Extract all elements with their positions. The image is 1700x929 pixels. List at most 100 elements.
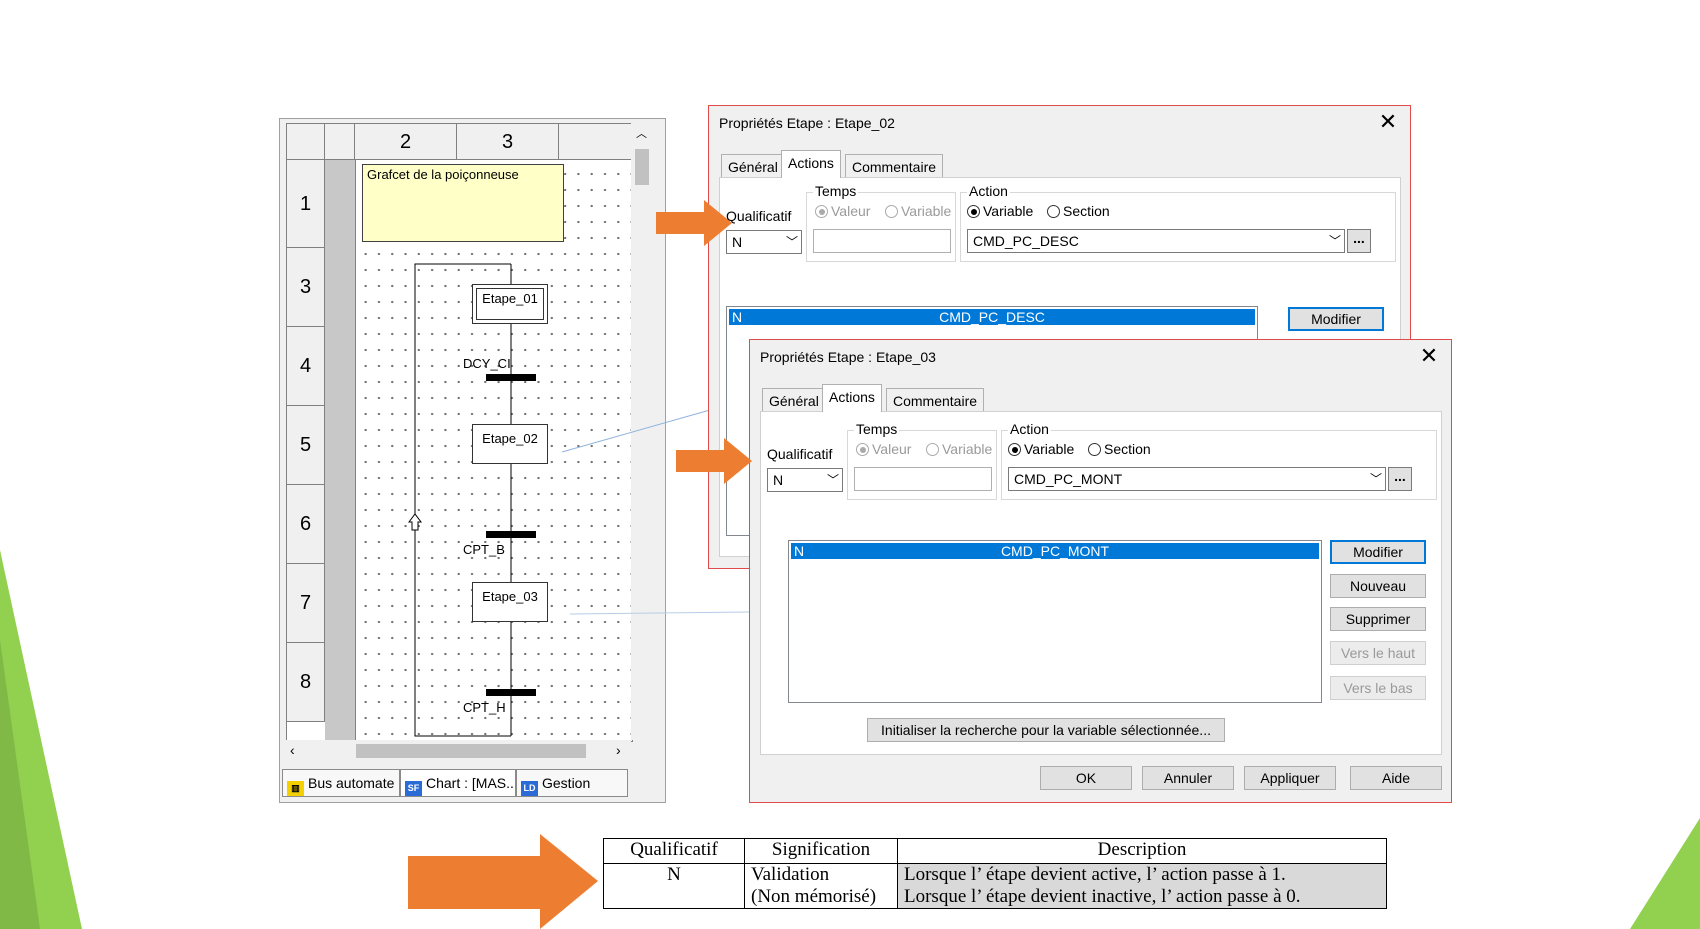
signification-line: (Non mémorisé) [751,886,877,907]
select-value: N [773,472,784,488]
apply-button[interactable]: Appliquer [1244,766,1336,790]
margin-column [325,160,356,741]
row-header: 7 [287,564,325,643]
transition-label: DCY_CI [463,356,511,371]
orange-arrow-icon [676,438,752,484]
action-group: Action Variable Section CMD_PC_MONT﹀ ... [1001,421,1437,500]
radio-variable[interactable]: Variable [967,203,1033,219]
table-cell: N [603,863,745,909]
help-button[interactable]: Aide [1350,766,1442,790]
radio-valeur: Valeur [856,441,911,457]
radio-icon [885,205,898,218]
radio-icon [1088,443,1101,456]
list-item[interactable]: N CMD_PC_MONT [791,543,1319,559]
qualificatif-select[interactable]: N﹀ [726,230,802,254]
corner-header [287,124,325,160]
supprimer-button[interactable]: Supprimer [1330,607,1426,631]
scroll-left-icon[interactable]: ‹ [290,742,295,758]
ld-icon: LD [521,781,538,796]
radio-variable[interactable]: Variable [1008,441,1074,457]
temps-input [854,467,992,491]
select-value: CMD_PC_MONT [1014,471,1123,487]
row-header: 3 [287,248,325,327]
modifier-button[interactable]: Modifier [1330,540,1426,564]
transition-bar[interactable] [486,374,536,381]
actions-list[interactable]: N CMD_PC_MONT [788,540,1322,703]
column-header-blank [559,124,632,160]
step-etape-01[interactable]: Etape_01 [472,284,548,324]
grafcet-editor: 2 3 1 3 4 5 6 7 8 Grafcet de la poiçonne… [279,118,666,803]
tab-general[interactable]: Général [762,388,826,412]
tab-general[interactable]: Général [721,154,785,178]
radio-label: Section [1104,441,1151,457]
horizontal-scrollbar[interactable]: ‹ › [286,740,631,762]
radio-icon [815,205,828,218]
radio-icon [1047,205,1060,218]
list-item-qualificatif: N [732,309,743,325]
row-header: 6 [287,485,325,564]
list-item-qualificatif: N [794,543,805,559]
list-item[interactable]: N CMD_PC_DESC [729,309,1255,325]
nouveau-button[interactable]: Nouveau [1330,574,1426,598]
signification-line: Validation [751,864,830,885]
transition-bar[interactable] [486,531,536,538]
radio-label: Valeur [831,203,871,219]
tab-label: Gestion [542,775,591,791]
radio-label: Section [1063,203,1110,219]
browse-button[interactable]: ... [1347,229,1371,253]
temps-input [813,229,951,253]
scroll-thumb[interactable] [356,744,586,758]
transition-bar[interactable] [486,689,536,696]
tab-label: Bus automate [308,775,395,791]
tab-commentaire[interactable]: Commentaire [886,388,985,412]
action-label: Action [1008,421,1051,437]
radio-section[interactable]: Section [1047,203,1110,219]
action-variable-select[interactable]: CMD_PC_MONT﹀ [1008,467,1386,491]
row-header: 1 [287,160,325,248]
browse-button[interactable]: ... [1388,467,1412,491]
radio-section[interactable]: Section [1088,441,1151,457]
grafcet-comment-box[interactable]: Grafcet de la poiçonneuse [362,164,564,242]
temps-label: Temps [813,183,859,199]
scroll-up-icon[interactable]: ︿ [636,128,647,140]
scroll-thumb[interactable] [635,149,649,185]
tab-commentaire[interactable]: Commentaire [845,154,944,178]
action-variable-select[interactable]: CMD_PC_DESC﹀ [967,229,1345,253]
actions-panel: Qualificatif N﹀ Temps Valeur Variable Ac… [760,411,1442,755]
move-down-button[interactable]: Vers le bas [1330,676,1426,700]
transition-label: CPT_B [463,542,505,557]
description-line: Lorsque l’ étape devient active, l’ acti… [904,864,1286,885]
step-properties-dialog-etape-03: Propriétés Etape : Etape_03 ✕ Général Ac… [749,339,1452,803]
tab-actions[interactable]: Actions [822,384,882,412]
radio-label: Valeur [872,441,912,457]
table-cell: Validation (Non mémorisé) [744,863,898,909]
move-up-button[interactable]: Vers le haut [1330,641,1426,665]
tab-gestion[interactable]: LD Gestion [516,769,628,797]
ok-button[interactable]: OK [1040,766,1132,790]
vertical-scrollbar[interactable]: ︿ [631,123,653,740]
step-etape-02[interactable]: Etape_02 [472,424,548,464]
close-icon[interactable]: ✕ [1419,343,1439,368]
init-search-button[interactable]: Initialiser la recherche pour la variabl… [867,718,1225,742]
radio-variable: Variable [926,441,992,457]
radio-label: Variable [983,203,1034,219]
cancel-button[interactable]: Annuler [1142,766,1234,790]
select-value: CMD_PC_DESC [973,233,1079,249]
table-header: Qualificatif [603,838,745,864]
radio-label: Variable [942,441,993,457]
action-group: Action Variable Section CMD_PC_DESC﹀ ... [960,183,1396,262]
table-header: Signification [744,838,898,864]
row-header: 5 [287,406,325,485]
column-header-blank [325,124,355,160]
qualificatif-label: Qualificatif [726,208,792,224]
modifier-button[interactable]: Modifier [1288,307,1384,331]
close-icon[interactable]: ✕ [1378,109,1398,134]
tab-label: Chart : [MAS... [426,775,516,791]
step-etape-03[interactable]: Etape_03 [472,582,548,622]
tab-bus-automate[interactable]: ▥Bus automate [282,769,400,797]
qualificatif-select[interactable]: N﹀ [767,468,843,492]
scroll-right-icon[interactable]: › [616,742,621,758]
tab-actions[interactable]: Actions [781,150,841,178]
